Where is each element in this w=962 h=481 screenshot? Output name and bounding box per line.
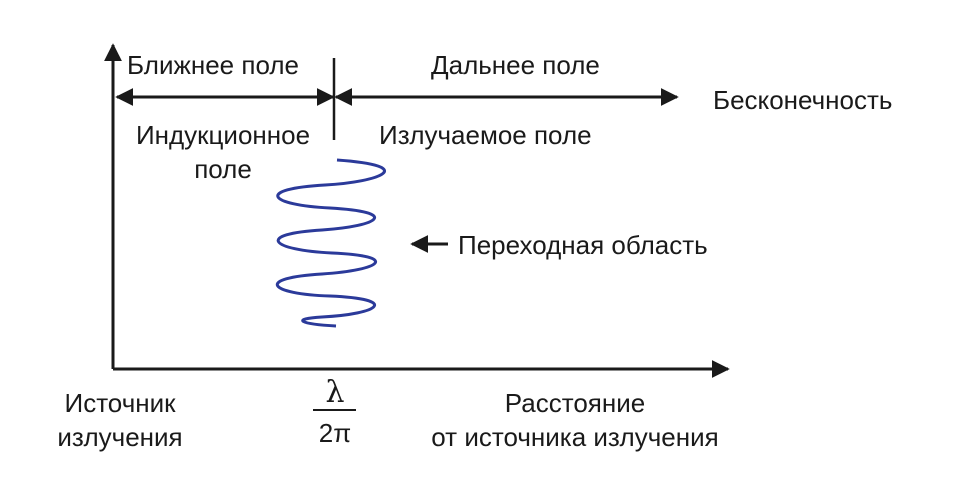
transition-spiral [275, 158, 386, 328]
wavelength-numerator: λ [325, 375, 345, 410]
radiated-field-label: Излучаемое поле [379, 120, 592, 150]
induction-field-label-line2: поле [194, 154, 252, 184]
transition-region-label: Переходная область [458, 230, 708, 260]
source-label-line2: излучения [57, 422, 183, 452]
infinity-label: Бесконечность [713, 85, 893, 115]
near-field-label: Ближнее поле [127, 50, 299, 80]
far-field-label: Дальнее поле [431, 50, 600, 80]
distance-label-line1: Расстояние [504, 388, 646, 418]
distance-label-line2: от источника излучения [431, 422, 719, 452]
induction-field-label-line1: Индукционное [135, 120, 311, 150]
wavelength-denominator: 2π [318, 418, 352, 448]
source-label-line1: Источник [64, 388, 176, 418]
